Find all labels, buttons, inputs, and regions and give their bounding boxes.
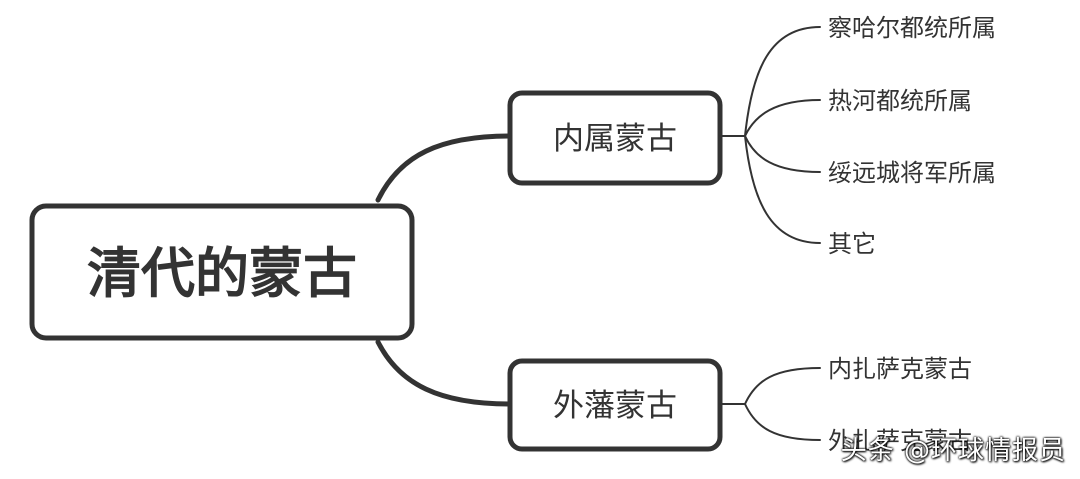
branch-1-leaf-connectors — [719, 26, 821, 244]
leaf-2-2[interactable]: 外扎萨克蒙古 — [828, 427, 972, 455]
leaf-2-1[interactable]: 内扎萨克蒙古 — [828, 355, 972, 383]
leaf-1-2[interactable]: 热河都统所属 — [828, 87, 972, 115]
leaf-connector — [719, 99, 821, 137]
leaf-connector — [719, 367, 821, 405]
branch-2-leaf-connectors — [719, 367, 821, 441]
root-node[interactable]: 清代的蒙古 — [29, 203, 415, 341]
root-label: 清代的蒙古 — [87, 242, 357, 305]
leaf-connector — [719, 403, 821, 441]
watermark-text: 头条 @环球情报员 — [840, 436, 1066, 466]
branch-2-label: 外藩蒙古 — [553, 388, 677, 424]
branch-1-label: 内属蒙古 — [553, 121, 677, 157]
branch-node-2[interactable]: 外藩蒙古 — [507, 358, 723, 452]
leaf-1-1[interactable]: 察哈尔都统所属 — [828, 14, 996, 42]
connector-root-to-branch-2 — [375, 339, 513, 407]
leaf-1-3[interactable]: 绥远城将军所属 — [828, 159, 996, 187]
connector-root-to-branch-1 — [375, 133, 513, 203]
branch-node-1[interactable]: 内属蒙古 — [507, 90, 723, 186]
leaf-connector — [719, 135, 821, 173]
leaf-1-4[interactable]: 其它 — [828, 230, 876, 258]
leaf-connector — [719, 26, 821, 137]
leaf-connector — [719, 135, 821, 244]
